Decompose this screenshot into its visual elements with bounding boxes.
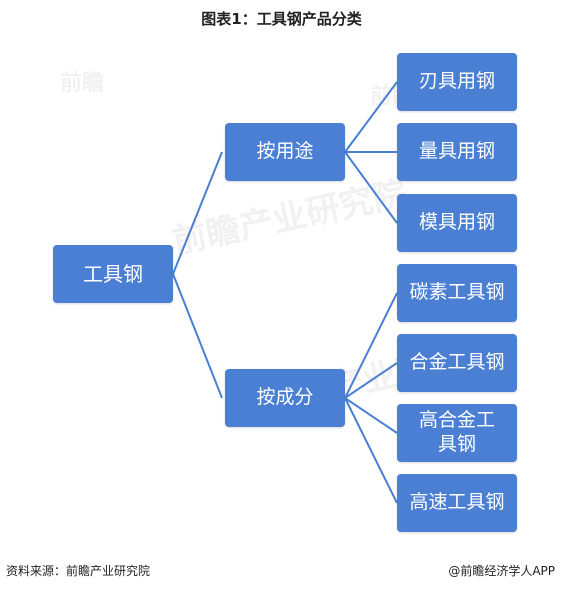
connector-root-b2 bbox=[172, 273, 223, 399]
node-high-alloy-tool-steel: 高合金工具钢 bbox=[397, 404, 517, 462]
connector-b1-l0 bbox=[344, 81, 398, 153]
node-by-usage: 按用途 bbox=[225, 123, 345, 181]
node-cutting-tool-steel: 刃具用钢 bbox=[397, 53, 517, 111]
connector-b1-l2 bbox=[344, 151, 398, 224]
node-carbon-tool-steel: 碳素工具钢 bbox=[397, 264, 517, 322]
node-root-tool-steel: 工具钢 bbox=[53, 245, 173, 303]
node-die-steel: 模具用钢 bbox=[397, 194, 517, 252]
node-measuring-tool-steel: 量具用钢 bbox=[397, 123, 517, 181]
connector-b2-l5 bbox=[344, 397, 398, 434]
brand-credit: @前瞻经济学人APP bbox=[448, 564, 555, 578]
node-by-composition: 按成分 bbox=[225, 369, 345, 427]
connector-b2-l6 bbox=[344, 397, 398, 504]
connector-root-b1 bbox=[172, 151, 223, 275]
connector-b2-l4 bbox=[344, 362, 398, 399]
node-high-speed-tool-steel: 高速工具钢 bbox=[397, 474, 517, 532]
connector-b2-l3 bbox=[344, 292, 398, 399]
node-alloy-tool-steel: 合金工具钢 bbox=[397, 334, 517, 392]
source-note: 资料来源：前瞻产业研究院 bbox=[6, 564, 151, 578]
chart-title: 图表1：工具钢产品分类 bbox=[201, 10, 362, 28]
